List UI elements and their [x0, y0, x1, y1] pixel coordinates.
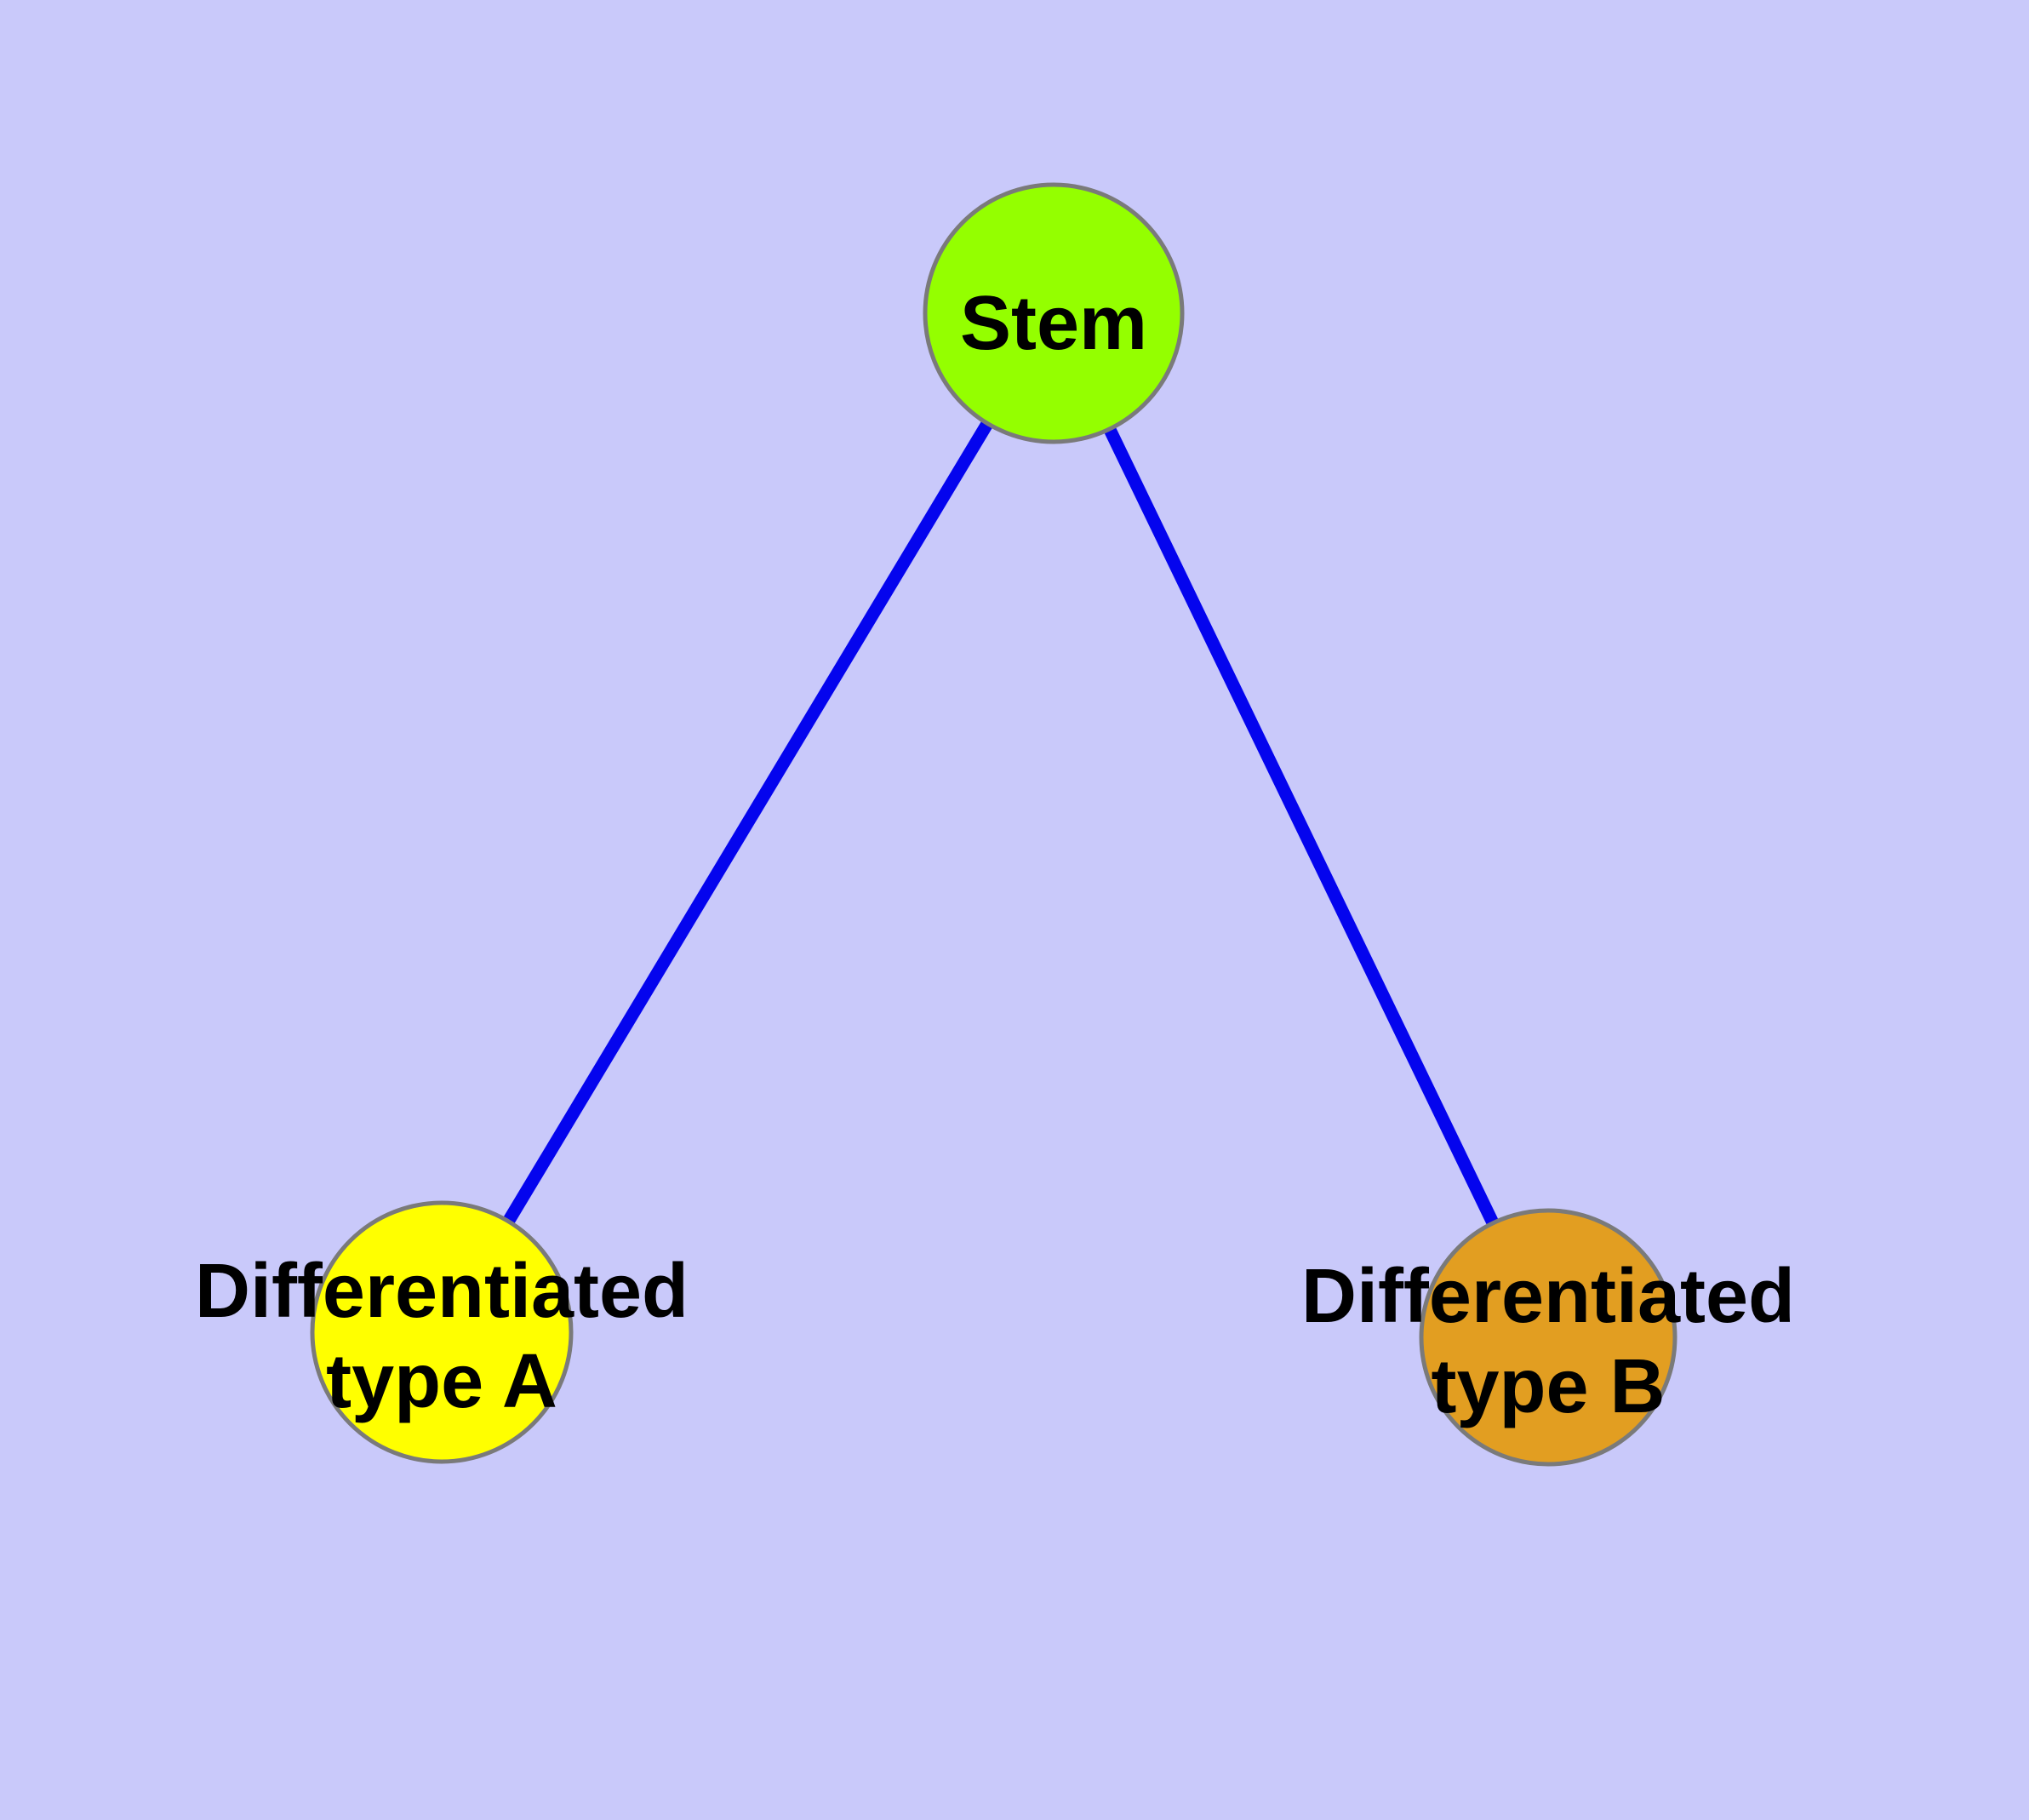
node-type-a-label-line: type A	[326, 1339, 557, 1424]
node-type-a-circle	[310, 1200, 574, 1464]
node-stem-label-line: Stem	[960, 281, 1147, 366]
edge-stem-type-a	[436, 310, 1060, 1336]
node-type-b-circle	[1419, 1208, 1677, 1467]
node-type-a-label-line: Differentiated	[195, 1249, 689, 1334]
node-stem-label: Stem	[960, 281, 1147, 366]
node-stem: Stem	[923, 182, 1185, 444]
node-type-b-label-line: Differentiated	[1301, 1254, 1795, 1339]
node-type-b-label-line: type B	[1431, 1344, 1665, 1429]
edges-layer	[436, 310, 1554, 1341]
node-stem-circle	[923, 182, 1185, 444]
edge-stem-type-b	[1048, 310, 1554, 1341]
